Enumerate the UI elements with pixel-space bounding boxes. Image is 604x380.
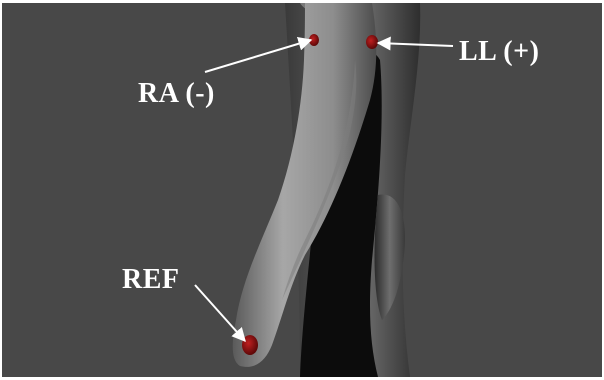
- electrode-ref: [242, 335, 258, 355]
- label-ref: REF: [122, 266, 180, 294]
- electrode-ll: [366, 35, 378, 49]
- label-ra: RA (-): [138, 80, 215, 108]
- label-ll: LL (+): [459, 38, 539, 66]
